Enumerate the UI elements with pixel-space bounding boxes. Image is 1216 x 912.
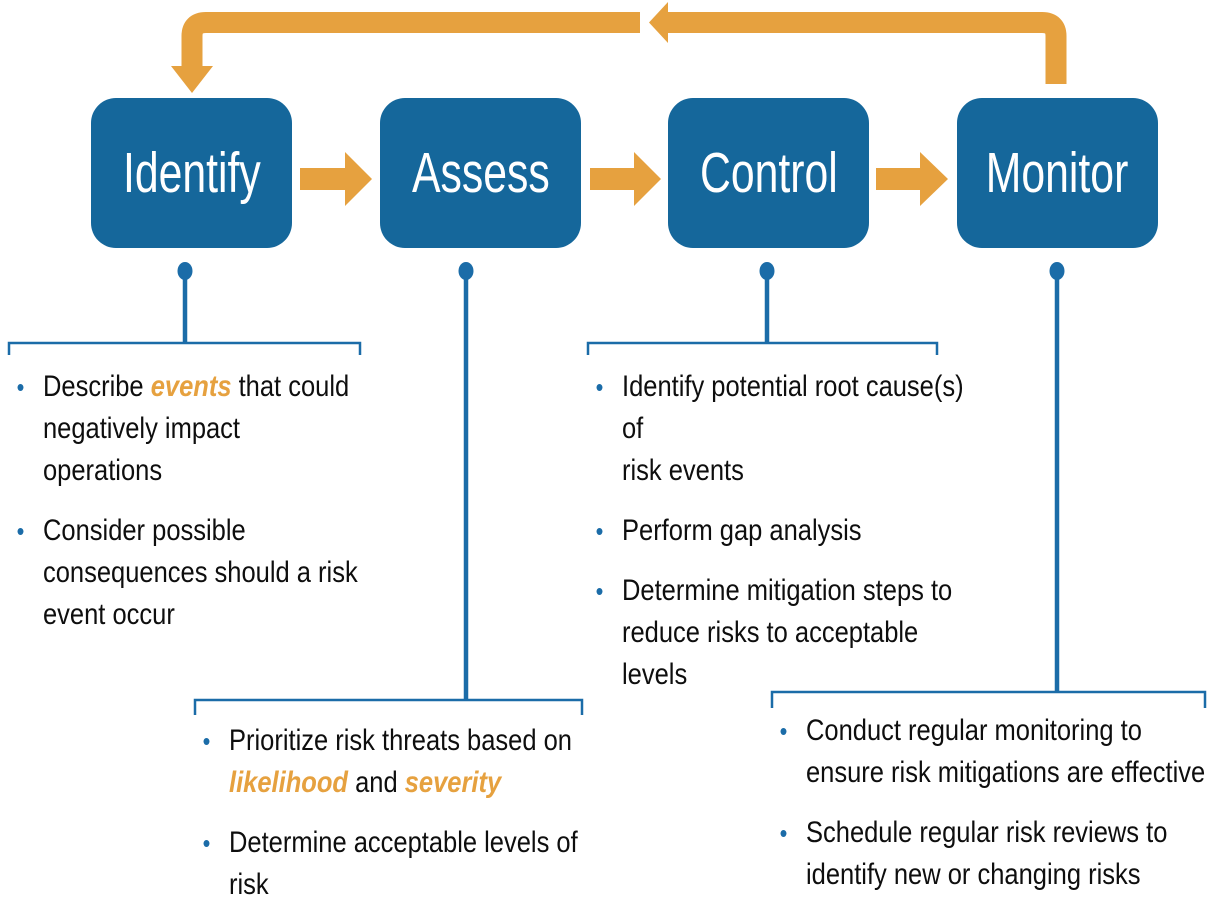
- bullet-icon: •: [595, 516, 604, 546]
- stage-box-control: Control: [668, 98, 869, 248]
- stage-label-monitor: Monitor: [986, 140, 1129, 205]
- control-notes: • Identify potential root cause(s) of ri…: [588, 366, 988, 696]
- stage-label-control: Control: [699, 140, 838, 205]
- list-item: • Consider possible consequences should …: [9, 510, 364, 636]
- bracket-control: [586, 341, 939, 355]
- feedback-arrow-right-segment: [668, 12, 1067, 84]
- bullet-icon: •: [595, 576, 604, 606]
- control-bullet-1: Identify potential root cause(s) of risk…: [622, 370, 964, 487]
- list-item: • Perform gap analysis: [588, 510, 988, 552]
- stage-box-assess: Assess: [380, 98, 581, 248]
- list-item: • Describe events that could negatively …: [9, 366, 364, 492]
- bullet-icon: •: [202, 828, 211, 858]
- assess-bullet-1: Prioritize risk threats based on likelih…: [229, 724, 572, 799]
- bullet-icon: •: [16, 516, 25, 546]
- connector-dot-identify: [177, 262, 193, 280]
- identify-bullet-2: Consider possible consequences should a …: [43, 514, 358, 631]
- stage-box-monitor: Monitor: [957, 98, 1158, 248]
- monitor-notes: • Conduct regular monitoring to ensure r…: [772, 710, 1210, 896]
- feedback-arrowhead-left-icon: [649, 2, 668, 43]
- em-events: events: [150, 370, 232, 403]
- control-bullet-2: Perform gap analysis: [622, 514, 862, 547]
- bullet-icon: •: [779, 818, 788, 848]
- stage-label-assess: Assess: [411, 140, 550, 205]
- assess-bullet-2: Determine acceptable levels of risk: [229, 826, 578, 901]
- list-item: • Determine mitigation steps to reduce r…: [588, 570, 988, 696]
- em-severity: severity: [404, 766, 502, 799]
- list-item: • Conduct regular monitoring to ensure r…: [772, 710, 1210, 794]
- connector-dot-control: [759, 262, 775, 280]
- em-likelihood: likelihood: [229, 766, 349, 799]
- flow-arrow-identify-to-assess-icon: [300, 152, 372, 206]
- connector-dot-monitor: [1049, 262, 1065, 280]
- list-item: • Schedule regular risk reviews to ident…: [772, 812, 1210, 896]
- bullet-icon: •: [779, 716, 788, 746]
- flow-arrow-control-to-monitor-icon: [876, 152, 948, 206]
- connector-dot-assess: [458, 262, 474, 280]
- bullet-icon: •: [202, 726, 211, 756]
- bracket-identify: [7, 341, 362, 355]
- stage-box-identify: Identify: [91, 98, 292, 248]
- control-bullet-3: Determine mitigation steps to reduce ris…: [622, 574, 953, 691]
- list-item: • Prioritize risk threats based on likel…: [195, 720, 586, 804]
- flow-arrow-assess-to-control-icon: [590, 152, 661, 206]
- assess-notes: • Prioritize risk threats based on likel…: [195, 720, 586, 906]
- list-item: • Determine acceptable levels of risk: [195, 822, 586, 906]
- feedback-arrow-left-segment: [181, 12, 640, 68]
- monitor-bullet-2: Schedule regular risk reviews to identif…: [806, 816, 1168, 891]
- identify-bullet-1: Describe events that could negatively im…: [43, 370, 350, 487]
- monitor-bullet-1: Conduct regular monitoring to ensure ris…: [806, 714, 1206, 789]
- feedback-arrowhead-down-icon: [171, 66, 213, 93]
- bracket-assess: [193, 698, 584, 715]
- list-item: • Identify potential root cause(s) of ri…: [588, 366, 988, 492]
- stage-label-identify: Identify: [122, 140, 261, 205]
- bullet-icon: •: [595, 372, 604, 402]
- bullet-icon: •: [16, 372, 25, 402]
- identify-notes: • Describe events that could negatively …: [9, 366, 364, 636]
